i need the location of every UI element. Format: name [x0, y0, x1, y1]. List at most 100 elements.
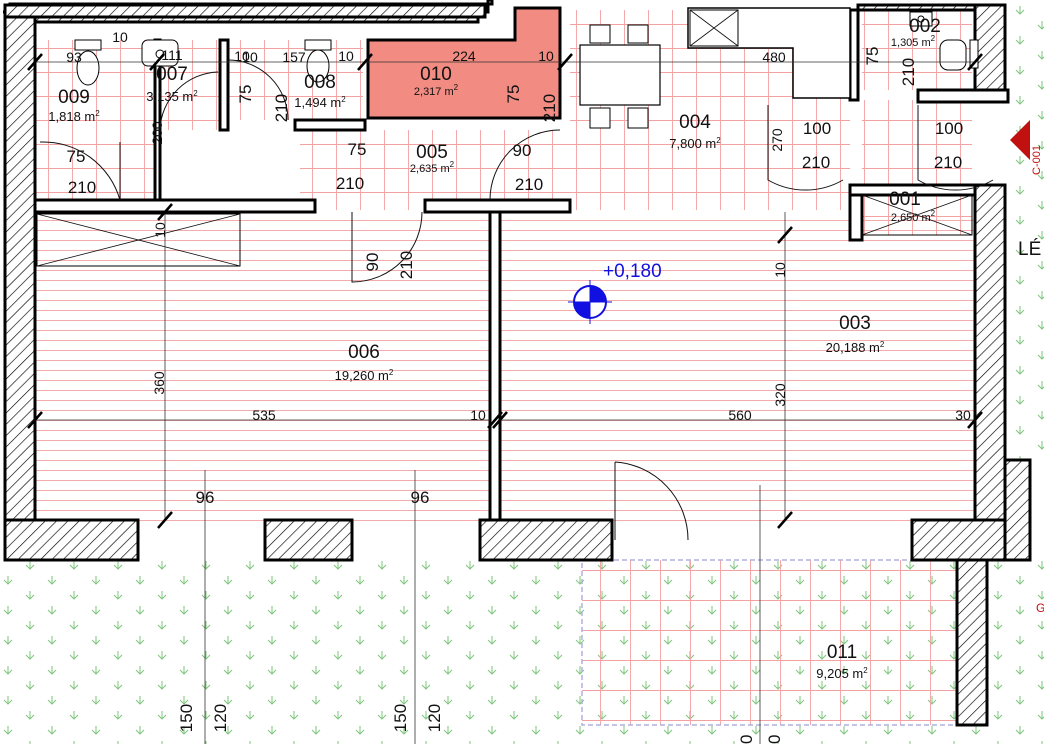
wall-east-lower [973, 183, 1007, 522]
partition-006-003 [488, 210, 502, 522]
exterior-wall-west [3, 3, 37, 547]
toilet-008-icon [304, 39, 332, 83]
dimension-label: 75 [863, 47, 882, 66]
edge-label: G [1036, 601, 1044, 615]
dimension-label: 210 [272, 94, 291, 122]
room-area-005: 2,635 m2 [410, 160, 455, 175]
dimension-label: 10 [772, 262, 788, 278]
level-marker-icon [568, 280, 612, 324]
sink-007-icon [141, 39, 179, 67]
wall-segment-bottom-c [478, 518, 614, 562]
door-swing-003-a [767, 105, 844, 191]
floor-005 [300, 130, 570, 210]
sink-002-icon [909, 11, 933, 27]
wardrobe-006 [36, 213, 241, 267]
dimension-label: 96 [411, 488, 430, 507]
partition-005-bottom [423, 198, 572, 214]
dimension-label: 90 [513, 141, 532, 160]
kitchen-hood [689, 9, 739, 47]
dimension-label: 10 [538, 48, 554, 64]
dimension-label: 150 [391, 704, 410, 732]
wall-segment-bottom-b [263, 518, 354, 562]
dimension-label: 75 [504, 85, 523, 104]
dimension-ticks [27, 53, 983, 529]
dimension-label: 210 [336, 174, 364, 193]
dimension-label: 90 [363, 253, 382, 272]
dimension-label: 210 [802, 153, 830, 172]
door-swing-balcony [614, 461, 689, 541]
exterior-wall-top [3, 3, 487, 19]
room-number-001: 001 [889, 189, 921, 210]
toilet-002-icon [939, 39, 979, 71]
toilet-009-icon [74, 39, 102, 86]
dimension-label: 93 [66, 49, 82, 65]
room-area-006: 19,260 m2 [335, 368, 394, 383]
partition-002-left [848, 8, 860, 102]
dimension-label: 10 [234, 48, 250, 64]
dimension-label: 210 [899, 58, 918, 86]
dimension-label: 50 [737, 735, 756, 744]
garden-area-right [1005, 0, 1044, 460]
room-area-008: 1,494 m2 [294, 95, 346, 110]
section-marker-label: C-001 [1031, 145, 1043, 175]
room-number-006: 006 [348, 342, 380, 363]
dimension-label: 200 [149, 121, 165, 145]
dimension-label: 96 [196, 488, 215, 507]
door-swing-008 [227, 59, 289, 121]
dimension-label: 100 [935, 119, 963, 138]
door-swing-003-b [917, 105, 994, 191]
dimension-label: 120 [211, 704, 230, 732]
dimension-label: 150 [177, 704, 196, 732]
room-area-002: 1,305 m2 [891, 34, 936, 49]
wall-east-right [1003, 458, 1032, 562]
dimension-label: 120 [425, 704, 444, 732]
door-swing-004 [489, 129, 561, 201]
dimension-label: 360 [151, 371, 167, 395]
dimension-label: 10 [112, 29, 128, 45]
dimension-label: 480 [762, 49, 786, 65]
dimension-label: 210 [934, 153, 962, 172]
dimension-label: 560 [728, 407, 752, 423]
room-number-007: 007 [156, 64, 188, 85]
room-area-010: 2,317 m2 [414, 83, 459, 98]
dimension-label: 270 [769, 128, 785, 152]
exterior-wall-east [973, 3, 1007, 102]
dimension-label: 10 [152, 222, 168, 238]
wall-pillar-right [955, 558, 989, 727]
level-marker-label: +0,180 [603, 261, 662, 282]
dimension-label: 10 [242, 49, 258, 65]
kitchen-counter [687, 7, 851, 99]
wardrobe-001 [861, 194, 973, 236]
dimension-label: 320 [772, 383, 788, 407]
dimension-label: 210 [68, 178, 96, 197]
partition-007-008 [218, 38, 230, 132]
dimension-label: 30 [955, 407, 971, 423]
wall-segment-bottom-a [3, 518, 140, 562]
room-area-004: 7,800 m2 [669, 136, 721, 151]
dimension-label: 210 [515, 175, 543, 194]
dimension-lines [35, 61, 975, 744]
dimension-label: 75 [67, 147, 86, 166]
side-label: LÉ [1018, 239, 1041, 260]
room-number-005: 005 [416, 142, 448, 163]
room-number-010: 010 [420, 64, 452, 85]
room-area-007: 3,135 m2 [146, 89, 198, 104]
room-number-009: 009 [58, 87, 90, 108]
dimension-label: 210 [397, 251, 416, 279]
door-swing-005 [351, 211, 423, 283]
floor-011 [581, 559, 958, 726]
floor-001 [862, 100, 972, 235]
dimension-label: 20 [765, 735, 784, 744]
door-swing-007 [159, 71, 219, 131]
room-number-003: 003 [839, 313, 871, 334]
dimension-label: 100 [803, 119, 831, 138]
room-010-highlight [366, 6, 562, 120]
partition-008-bottom [293, 118, 367, 132]
dimension-label: 75 [236, 85, 255, 104]
floor-008 [228, 40, 363, 120]
dimension-label: 210 [540, 94, 559, 122]
partition-006-top [33, 198, 317, 214]
room-number-004: 004 [679, 112, 711, 133]
